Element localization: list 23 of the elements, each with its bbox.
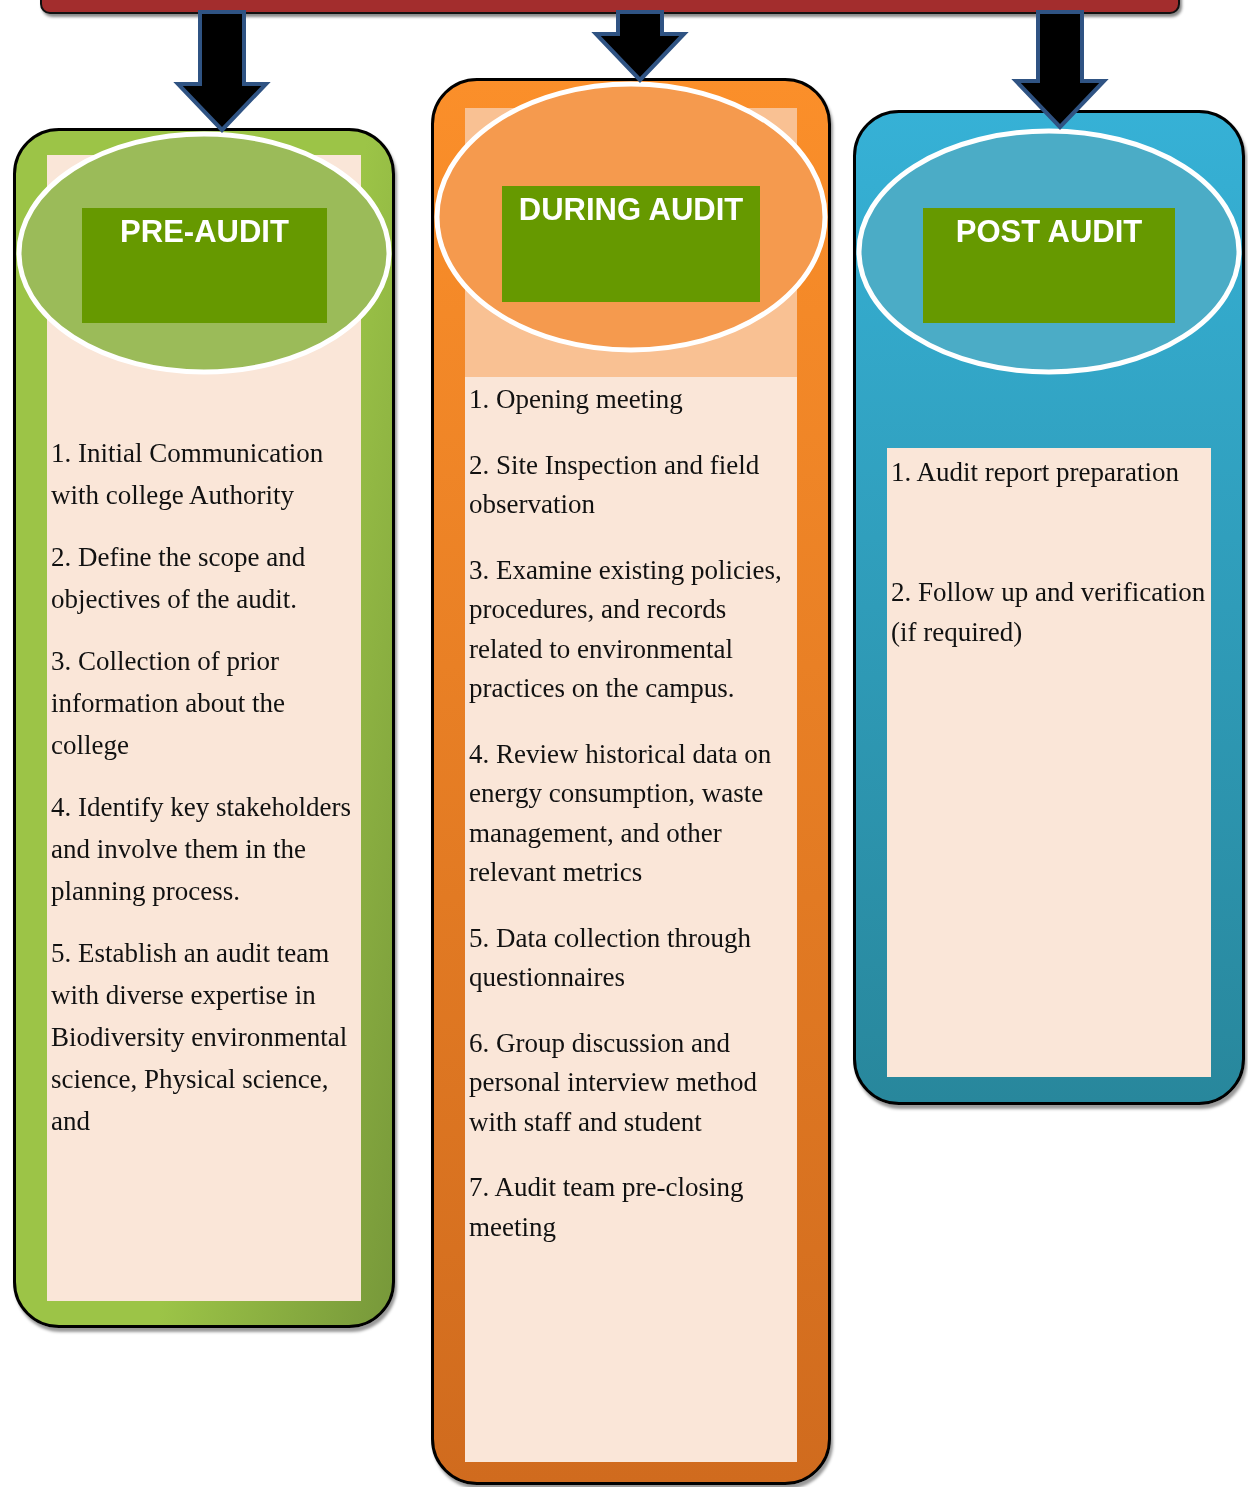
step-text: 2. Define the scope and objectives of the audit. bbox=[51, 541, 307, 616]
step-text: 5. Data collection through questionnaires bbox=[469, 921, 752, 994]
arrow bbox=[173, 10, 271, 133]
step-text: 2. Site Inspection and field observation bbox=[469, 448, 761, 521]
step-text: 4. Identify key stakeholders and involve them in the planning process. bbox=[51, 791, 352, 908]
step-text: 4. Review historical data on energy consumption, waste management, and other relevant metrics bbox=[469, 737, 773, 889]
column-card bbox=[13, 128, 395, 1328]
step-text: 3. Collection of prior information about the college bbox=[51, 645, 286, 762]
step-text: 1. Initial Communication with college Authority bbox=[51, 437, 325, 512]
column-card bbox=[431, 78, 831, 1485]
phase-heading: DURING AUDIT bbox=[502, 186, 760, 302]
arrow bbox=[591, 10, 689, 83]
arrow bbox=[1011, 10, 1109, 130]
phase-heading: POST AUDIT bbox=[923, 208, 1175, 323]
phase-heading: PRE-AUDIT bbox=[82, 208, 327, 323]
step-text: 6. Group discussion and personal interview method with staff and student bbox=[469, 1026, 758, 1139]
step-text: 3. Examine existing policies, procedures, and records related to environmental practices on the campus. bbox=[469, 553, 783, 705]
column-card bbox=[853, 110, 1245, 1105]
step-text: 5. Establish an audit team with diverse expertise in Biodiversity environmental science, Physical science, and bbox=[51, 937, 349, 1138]
step-text: 2. Follow up and verification (if required) bbox=[891, 576, 1207, 649]
step-text: 7. Audit team pre-closing meeting bbox=[469, 1171, 745, 1244]
step-text: 1. Audit report preparation bbox=[891, 456, 1180, 489]
step-text: 1. Opening meeting bbox=[469, 383, 684, 416]
